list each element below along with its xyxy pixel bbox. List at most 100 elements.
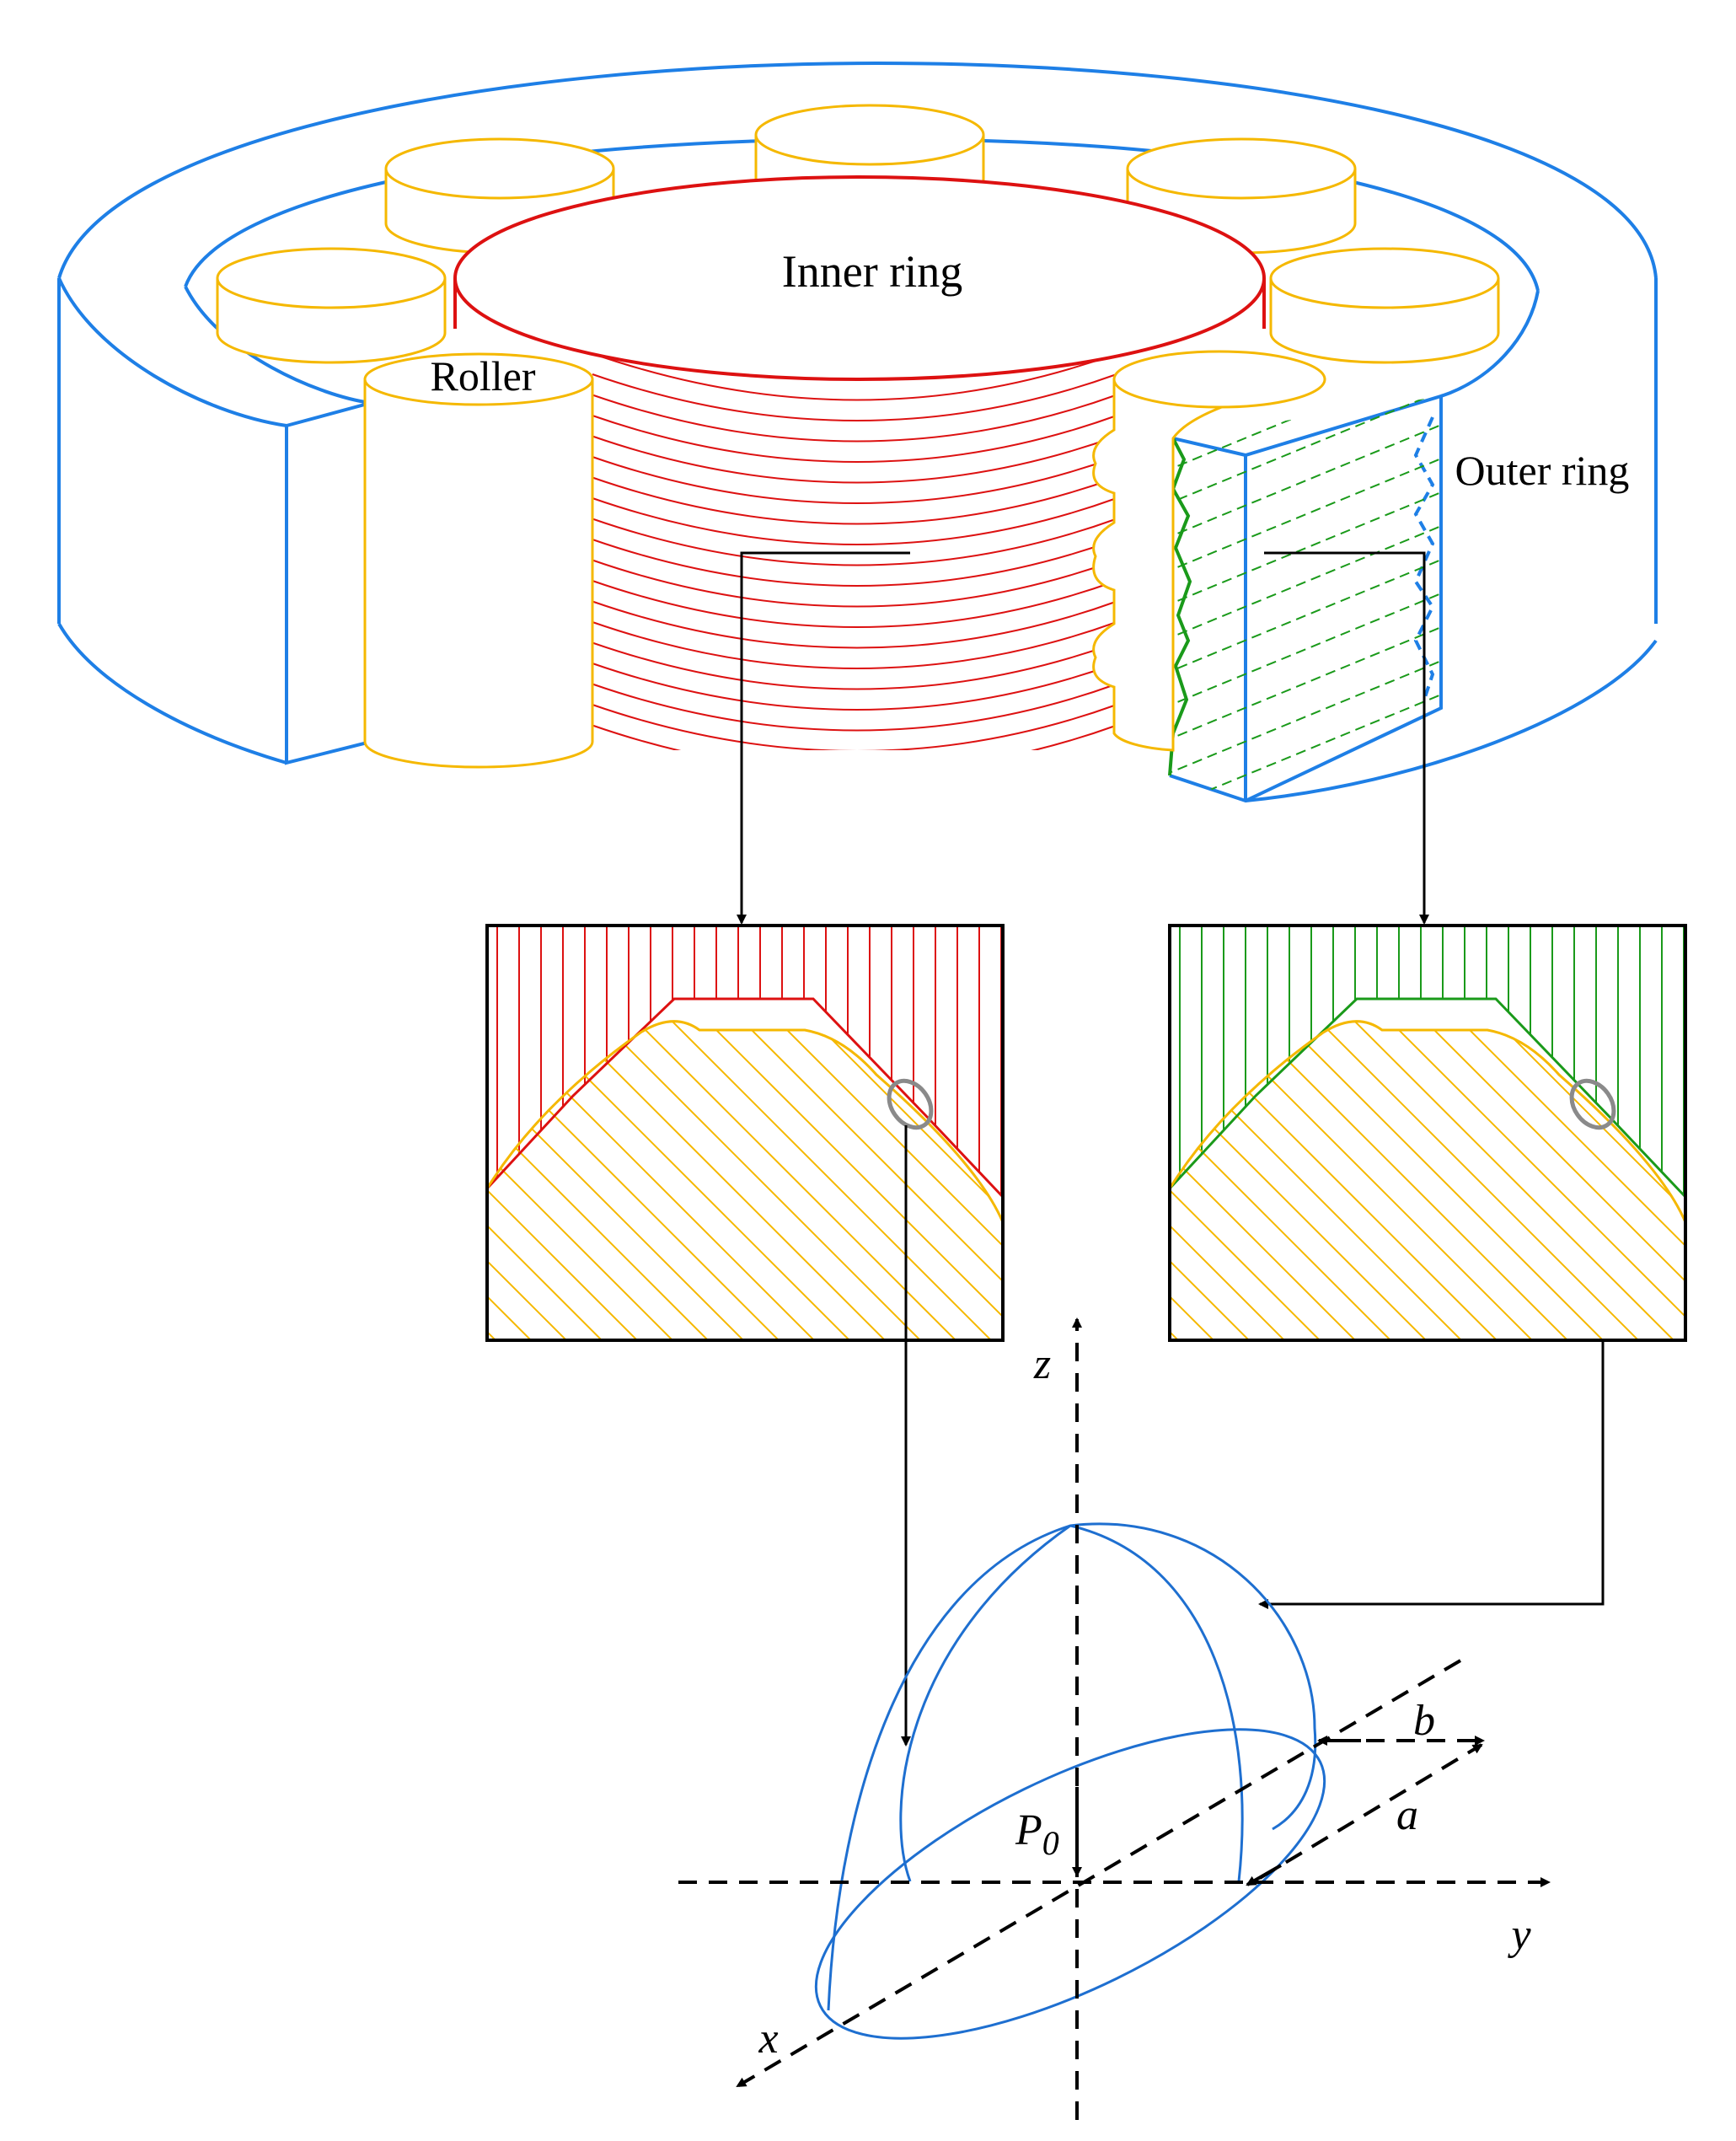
roller-section-hatch-line bbox=[1327, 1021, 1683, 1340]
roller-section-hatch-line bbox=[0, 995, 79, 1349]
leader-to-left-box bbox=[737, 551, 910, 925]
ellipsoid-meridian-2 bbox=[1069, 1524, 1244, 1882]
roller-section-hatch-line bbox=[786, 1021, 1003, 1340]
roller-section-hatch-line bbox=[0, 995, 327, 1349]
outer-ring-hatch-line bbox=[1170, 396, 1441, 507]
roller-section-hatch-line bbox=[1681, 1021, 1685, 1340]
roller-front-right-wavy bbox=[1092, 350, 1326, 752]
roller-section-hatch-line bbox=[1398, 1021, 1685, 1340]
a-dimension-line bbox=[1258, 1743, 1483, 1880]
roller-section-hatch-line bbox=[1170, 1021, 1187, 1340]
outer-ring-hatch-line bbox=[1170, 488, 1441, 608]
inner-ring-groove-line bbox=[592, 394, 1117, 443]
outer-ring-section-wavy-edge bbox=[1168, 437, 1192, 776]
roller-section-hatch-line bbox=[0, 995, 115, 1349]
inner-ring-groove-line bbox=[592, 704, 1117, 750]
inner-ring-groove-line bbox=[592, 497, 1117, 545]
p0-label-sub: 0 bbox=[1042, 1824, 1059, 1862]
detail-box-left-frame bbox=[485, 924, 1005, 1342]
inner-ring-groove-line bbox=[592, 683, 1117, 732]
roller-section-hatch-line bbox=[1433, 1021, 1685, 1340]
roller-section-hatch-line bbox=[1035, 995, 1389, 1349]
roller-mid-right bbox=[1269, 247, 1500, 364]
outer-ring-left-top-face bbox=[57, 277, 287, 427]
inner-ring-groove-line bbox=[592, 663, 1117, 711]
outer-ring-left-bottom-edge bbox=[57, 623, 287, 765]
leader-lines-bottom bbox=[901, 1125, 1605, 1747]
b-dimension-label: b bbox=[1413, 1697, 1435, 1745]
roller-section-hatch-line bbox=[8, 995, 362, 1349]
roller-section-hatch-line bbox=[1575, 1021, 1685, 1340]
outer-ring-hatch-line bbox=[1170, 396, 1441, 473]
roller-section-hatch-line bbox=[1717, 995, 1736, 1349]
roller-section-hatch-line bbox=[726, 995, 1080, 1349]
roller-section-hatch-line bbox=[620, 995, 974, 1349]
inner-ring-groove-line bbox=[592, 559, 1117, 608]
roller-section-hatch-line bbox=[115, 995, 469, 1349]
roller-section-hatch-line bbox=[0, 995, 221, 1349]
outer-ring-profile bbox=[1168, 997, 1687, 1199]
outer-ring-outer-top-edge bbox=[57, 61, 1658, 279]
roller-section-hatch-line bbox=[0, 995, 256, 1349]
y-axis-label: y bbox=[1507, 1911, 1531, 1959]
outer-ring-hatch-line bbox=[1170, 421, 1441, 540]
roller-section-hatch-line bbox=[479, 995, 833, 1349]
outer-ring-right-bottom-edge bbox=[1245, 639, 1658, 802]
roller-section-hatch-line bbox=[574, 1021, 930, 1340]
roller-section-hatch-line bbox=[680, 1021, 1003, 1340]
inner-ring-groove-line bbox=[592, 621, 1117, 669]
roller-section-hatch-line bbox=[762, 995, 1116, 1349]
roller-section-hatch-line bbox=[645, 1021, 1000, 1340]
inner-ring-groove-line bbox=[592, 580, 1117, 628]
inner-ring-groove-line bbox=[592, 352, 1117, 401]
outer-ring-hatch-line bbox=[1170, 522, 1441, 641]
roller-section-hatch-line bbox=[1170, 1021, 1329, 1340]
outer-ring-hatch-line bbox=[1170, 454, 1441, 574]
inner-ring-groove-line bbox=[592, 641, 1117, 690]
inner-ring-groove-line bbox=[592, 724, 1117, 750]
z-axis-label: z bbox=[1033, 1340, 1051, 1388]
ellipsoid-outer-profile bbox=[827, 1522, 1317, 2011]
outer-ring-hatch-line bbox=[1170, 623, 1441, 743]
roller-section-hatch-line bbox=[44, 995, 398, 1349]
contact-spot-right bbox=[1569, 1078, 1616, 1130]
inner-ring-groove-line bbox=[592, 600, 1117, 649]
roller-profile-right bbox=[1168, 1020, 1687, 1223]
detail-box-right-frame bbox=[1168, 924, 1687, 1342]
outer-ring-label: Outer ring bbox=[1455, 447, 1630, 494]
inner-ring-groove-line bbox=[592, 456, 1117, 504]
outer-ring-hatch-line bbox=[1170, 555, 1441, 675]
dimension-arrowheads bbox=[1246, 1736, 1361, 1886]
roller-section-hatch-line bbox=[1540, 1021, 1685, 1340]
inner-ring-top-face bbox=[453, 175, 1266, 381]
roller-back-right bbox=[1126, 137, 1357, 255]
roller-section-hatch-line bbox=[0, 995, 292, 1349]
roller-section-hatch-line bbox=[79, 995, 433, 1349]
roller-section-hatch-line bbox=[1363, 1021, 1685, 1340]
inner-ring-groove-line bbox=[592, 435, 1117, 484]
outer-ring-hatch-line bbox=[1170, 657, 1441, 776]
roller-mid-left bbox=[216, 247, 447, 364]
ellipsoid-meridian-1 bbox=[899, 1524, 1071, 1882]
roller-section-hatch-line bbox=[487, 1021, 505, 1340]
inner-ring-groove-line bbox=[592, 373, 1117, 421]
roller-section-hatch-line bbox=[1170, 1021, 1258, 1340]
roller-front-left bbox=[363, 352, 594, 769]
outer-ring-left-cut-face bbox=[285, 400, 372, 765]
inner-ring-groove-line bbox=[592, 518, 1117, 566]
roller-section-hatch-line bbox=[549, 995, 903, 1349]
roller-section-hatch-line bbox=[1292, 1021, 1648, 1340]
roller-profile-left bbox=[485, 1020, 1005, 1223]
roller-section-hatch-line bbox=[487, 1021, 646, 1340]
roller-section-hatch-line bbox=[0, 995, 185, 1349]
outer-ring-right-cut-face bbox=[1169, 394, 1443, 803]
leader-right-box-to-ellipsoid bbox=[1258, 1340, 1605, 1609]
bearing-assembly: Inner ring Roller Outer ring bbox=[57, 61, 1658, 803]
inner-ring-profile bbox=[485, 997, 1005, 1199]
axes bbox=[678, 1317, 1551, 2120]
x-axis-label: x bbox=[758, 2015, 778, 2063]
roller-section-hatch-line bbox=[1256, 1021, 1612, 1340]
roller-section-hatch-line bbox=[487, 1021, 611, 1340]
inner-ring-groove-line bbox=[592, 476, 1117, 525]
